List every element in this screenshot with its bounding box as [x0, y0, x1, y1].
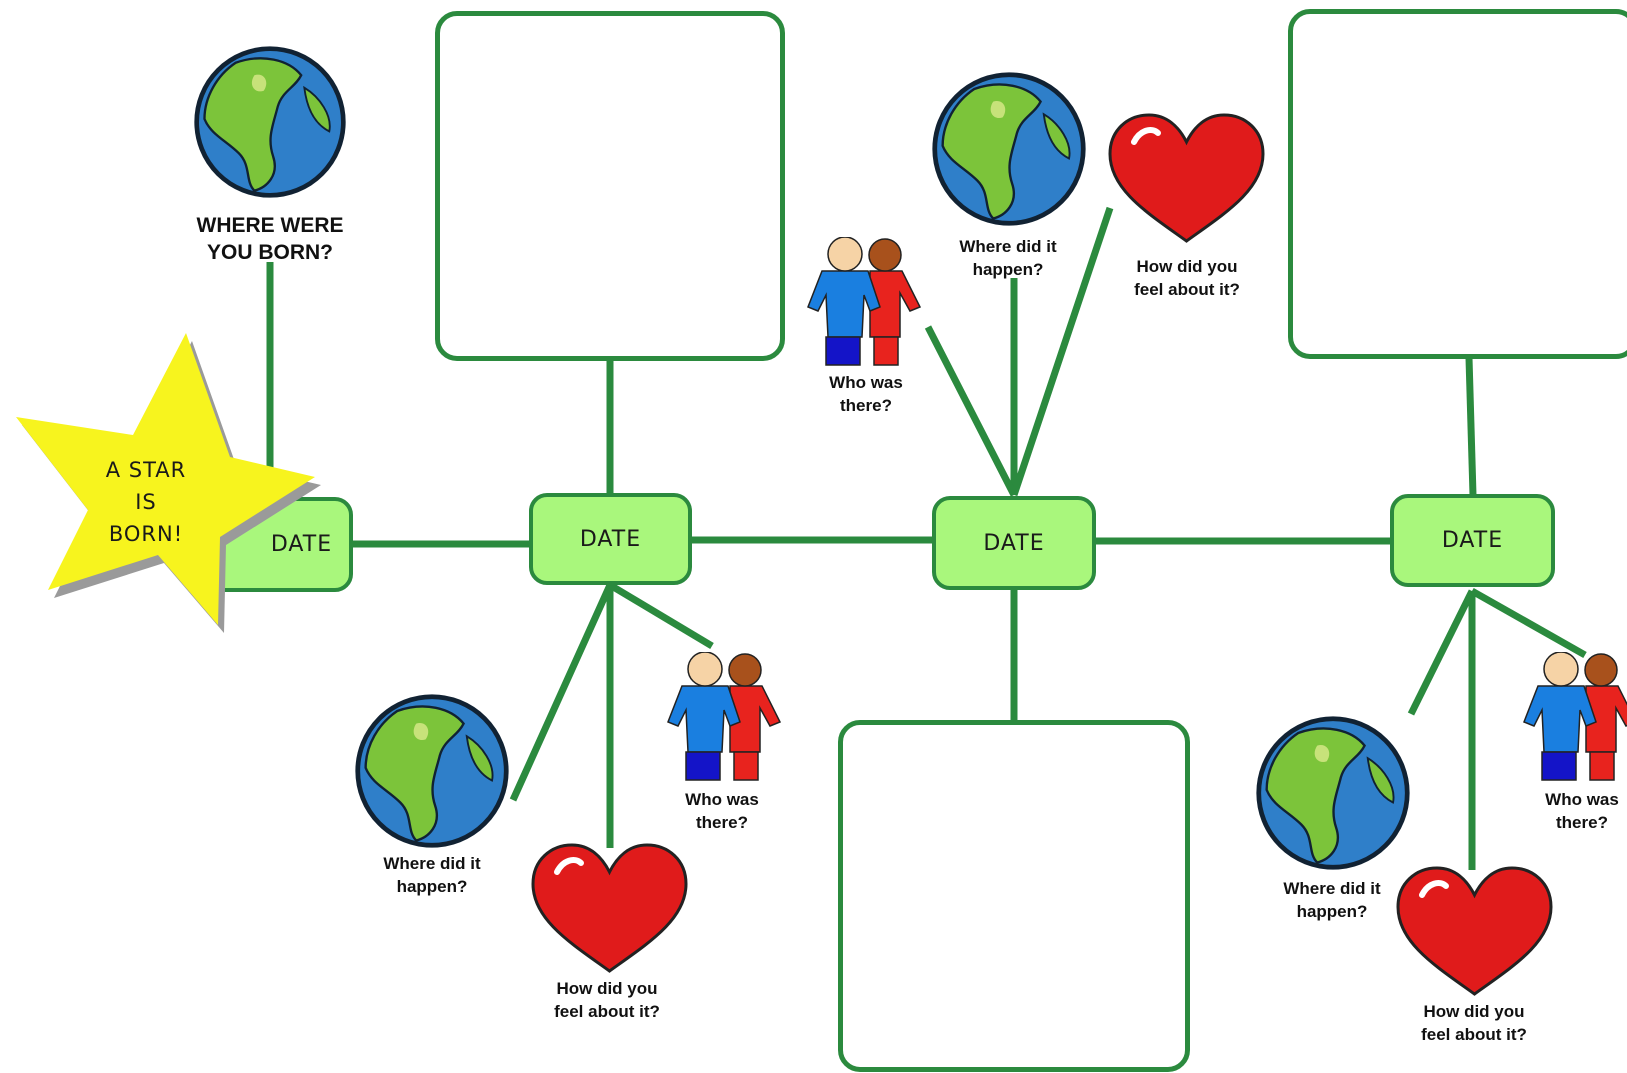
- event-3-date-box[interactable]: DATE: [1390, 494, 1555, 587]
- event-2-who-label: Who was there?: [829, 373, 903, 415]
- event-3-box-connector: [1465, 357, 1477, 496]
- event-2-feel-connector: [1010, 206, 1114, 497]
- couple-icon: [667, 652, 782, 781]
- heart-icon: [1108, 113, 1265, 243]
- couple-icon: [1523, 652, 1627, 781]
- event-1-where-connector: [509, 583, 614, 802]
- event-1-picture-box[interactable]: [435, 11, 785, 361]
- earth-icon: [194, 46, 346, 198]
- event-1-who-connector: [608, 581, 714, 650]
- earth-icon: [355, 694, 509, 848]
- earth-icon: [932, 72, 1086, 226]
- heart-icon: [531, 843, 688, 973]
- event-3-who-connector: [1470, 587, 1587, 659]
- event-1-date-box[interactable]: DATE: [529, 493, 692, 585]
- event-2-who-connector: [924, 325, 1018, 497]
- event-3-where-connector: [1407, 589, 1476, 716]
- event-3-who-label: Who was there?: [1545, 790, 1619, 832]
- where-born-label: WHERE WERE YOU BORN?: [196, 214, 344, 264]
- event-1-feel-label: How did you feel about it?: [554, 979, 660, 1021]
- star-label: A STAR IS BORN!: [105, 458, 187, 546]
- event-3-where-label: Where did it happen?: [1283, 879, 1381, 921]
- couple-icon: [807, 237, 922, 366]
- star-icon: [16, 333, 321, 633]
- earth-icon: [1256, 716, 1410, 870]
- event-1-who-label: Who was there?: [685, 790, 759, 832]
- event-2-where-label: Where did it happen?: [959, 237, 1057, 279]
- event-3-picture-box[interactable]: [1288, 9, 1627, 359]
- event-3-feel-label: How did you feel about it?: [1421, 1002, 1527, 1044]
- event-2-picture-box[interactable]: [838, 720, 1190, 1072]
- event-2-date-box[interactable]: DATE: [932, 496, 1096, 590]
- event-2-feel-label: How did you feel about it?: [1134, 257, 1240, 299]
- heart-icon: [1396, 866, 1553, 996]
- event-1-where-label: Where did it happen?: [383, 854, 481, 896]
